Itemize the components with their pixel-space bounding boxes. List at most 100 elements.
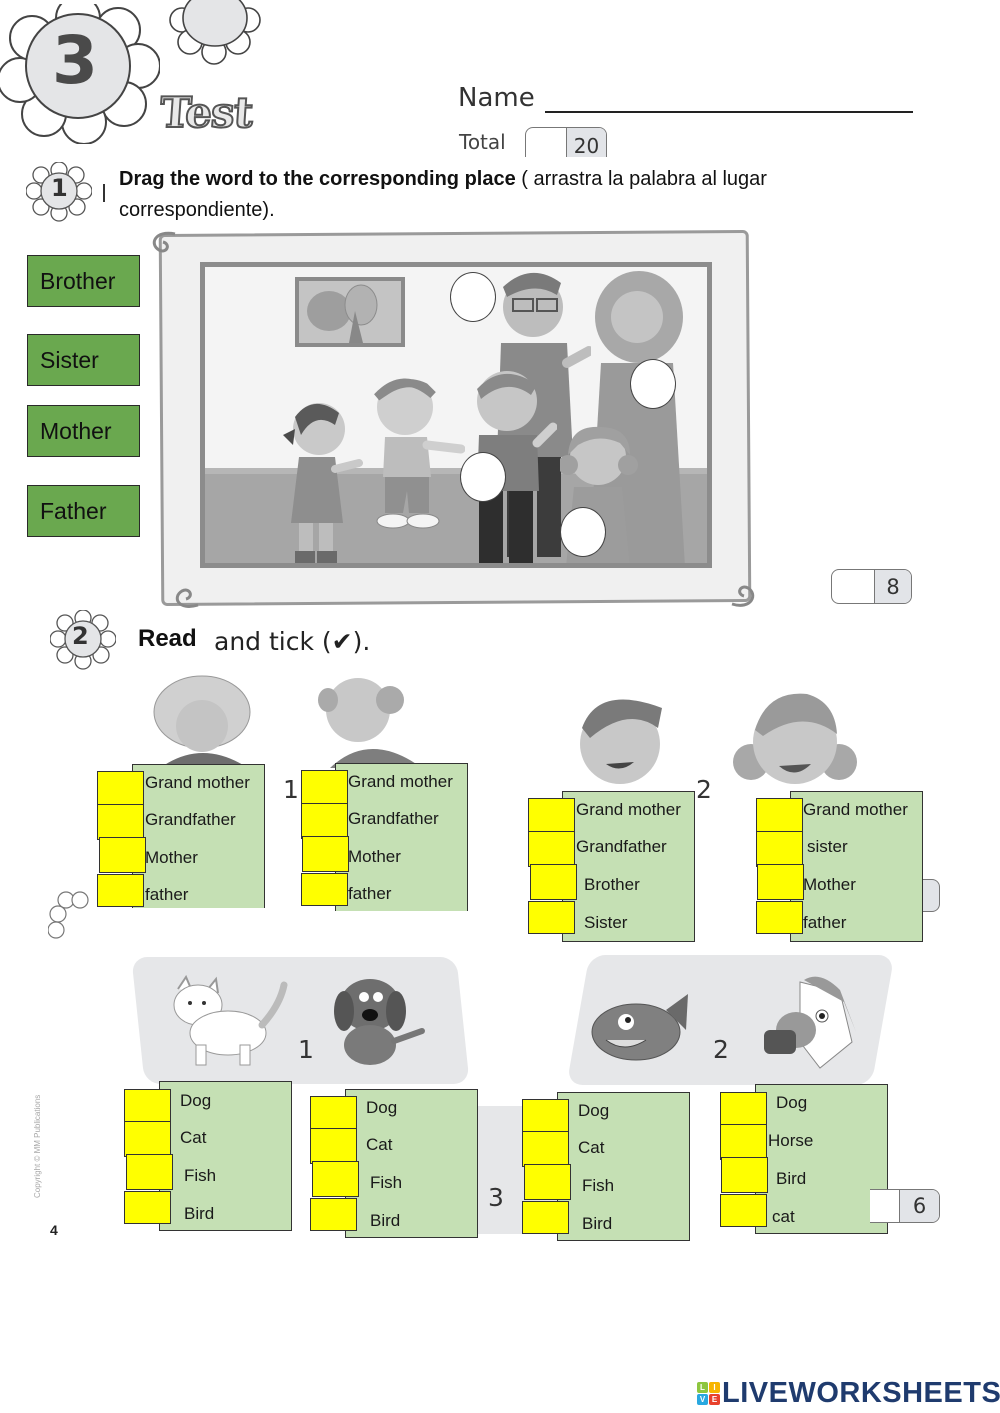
drop-target-2[interactable]: [630, 359, 676, 409]
section-3-badge-icon: [48, 891, 89, 939]
option-label: father: [145, 885, 189, 904]
tick-box[interactable]: [720, 1194, 767, 1227]
drop-target-3[interactable]: [460, 452, 506, 502]
decorative-flower-icon: [169, 0, 261, 65]
tick-box[interactable]: [126, 1154, 173, 1190]
tick-box[interactable]: [757, 864, 804, 900]
name-label: Name: [458, 83, 535, 113]
section-2-title-rest: and tick (✔).: [214, 627, 371, 656]
wall-painting: [295, 277, 405, 347]
test-title: Test: [157, 87, 255, 138]
liveworksheets-logo[interactable]: L I V E LIVEWORKSHEETS: [697, 1377, 1000, 1410]
word-chip-father[interactable]: Father: [27, 485, 140, 537]
tick-box[interactable]: [522, 1131, 569, 1167]
name-field-line[interactable]: [545, 111, 913, 113]
section-1-number: 1: [51, 174, 68, 202]
tick-box[interactable]: [756, 901, 803, 934]
drop-target-4[interactable]: [560, 507, 606, 557]
frame-ornament-icon: [175, 588, 199, 608]
tick-box[interactable]: [530, 864, 577, 900]
family-scene-label-1: 1: [283, 775, 299, 804]
tick-box[interactable]: [97, 771, 144, 807]
option-label: Dog: [578, 1101, 610, 1120]
copyright-notice: Copyright © MM Publications: [33, 1094, 42, 1198]
section-2-number: 2: [72, 622, 89, 650]
tick-box[interactable]: [310, 1096, 357, 1132]
tick-box[interactable]: [97, 874, 144, 907]
tick-box[interactable]: [720, 1092, 767, 1128]
option-label: Mother: [348, 847, 401, 866]
section-2-badge-icon: [50, 610, 116, 670]
tick-box[interactable]: [528, 831, 575, 867]
girl-portrait-icon: [733, 693, 857, 784]
option-label: Mother: [803, 875, 856, 894]
drop-target-1[interactable]: [450, 272, 496, 322]
animal-options-panel-1: [159, 1081, 292, 1231]
word-chip-mother[interactable]: Mother: [27, 405, 140, 457]
tick-box[interactable]: [310, 1128, 357, 1164]
word-chip-sister[interactable]: Sister: [27, 334, 140, 386]
family-options-panel-2: [335, 763, 468, 911]
tick-box[interactable]: [124, 1121, 171, 1157]
tick-box[interactable]: [301, 803, 348, 839]
option-label: Dog: [180, 1091, 212, 1110]
tick-box[interactable]: [756, 831, 803, 867]
frame-ornament-icon: [731, 585, 755, 607]
animal-options-panel-4: [755, 1084, 888, 1234]
tick-box[interactable]: [124, 1191, 171, 1224]
section-1-score-box: 8: [831, 569, 912, 604]
logo-tile: V: [697, 1394, 708, 1405]
tick-box[interactable]: [124, 1089, 171, 1125]
tick-box[interactable]: [97, 804, 144, 840]
option-label: Brother: [584, 875, 640, 894]
option-label: cat: [772, 1207, 795, 1226]
tick-box[interactable]: [522, 1201, 569, 1234]
section-2-score-input[interactable]: [870, 1190, 899, 1222]
tick-box[interactable]: [301, 873, 348, 906]
option-label: Grand mother: [348, 772, 453, 791]
option-label: Grand mother: [145, 773, 250, 792]
logo-tile: E: [709, 1394, 720, 1405]
tick-box[interactable]: [310, 1198, 357, 1231]
option-label: Horse: [768, 1131, 814, 1150]
option-label: Fish: [184, 1166, 217, 1185]
hidden-score-box-edge: [918, 879, 940, 912]
total-label: Total: [459, 130, 506, 154]
tick-box[interactable]: [528, 798, 575, 834]
tick-box[interactable]: [302, 836, 349, 872]
tick-box[interactable]: [524, 1164, 571, 1200]
horse-icon: [764, 976, 856, 1069]
tick-box[interactable]: [301, 770, 348, 806]
tick-box[interactable]: [312, 1161, 359, 1197]
tick-box[interactable]: [721, 1157, 768, 1193]
logo-text: LIVEWORKSHEETS: [722, 1377, 1000, 1409]
logo-tile: L: [697, 1382, 708, 1393]
total-score-box: 20: [525, 127, 607, 157]
fish-icon: [591, 994, 688, 1061]
tick-box[interactable]: [528, 901, 575, 934]
tick-box[interactable]: [756, 798, 803, 834]
option-label: Grand mother: [576, 800, 681, 819]
tick-box[interactable]: [99, 837, 146, 873]
word-chip-brother[interactable]: Brother: [27, 255, 140, 307]
option-label: Grandfather: [576, 837, 667, 856]
total-score-input[interactable]: [526, 128, 566, 157]
unit-number-flower-icon: [0, 4, 160, 144]
family-picture: [200, 262, 712, 568]
girl-figure-icon: [283, 403, 363, 563]
instruction-bold: Drag the word to the corresponding place: [119, 168, 516, 190]
tick-box[interactable]: [522, 1099, 569, 1135]
option-label: Cat: [578, 1138, 605, 1157]
cat-icon: [173, 975, 288, 1066]
brother-figure-icon: [477, 371, 557, 563]
section-1-score-input[interactable]: [832, 570, 874, 603]
tick-box[interactable]: [720, 1124, 767, 1160]
logo-tile: I: [709, 1382, 720, 1393]
section-2-title: Read: [138, 625, 197, 652]
instruction-translation: ( arrastra la palabra al lugar correspon…: [119, 168, 767, 221]
option-label: Fish: [582, 1176, 615, 1195]
option-label: Bird: [582, 1214, 613, 1233]
option-label: sister: [807, 837, 848, 856]
option-label: Dog: [366, 1098, 398, 1117]
option-label: Grandfather: [145, 810, 236, 829]
